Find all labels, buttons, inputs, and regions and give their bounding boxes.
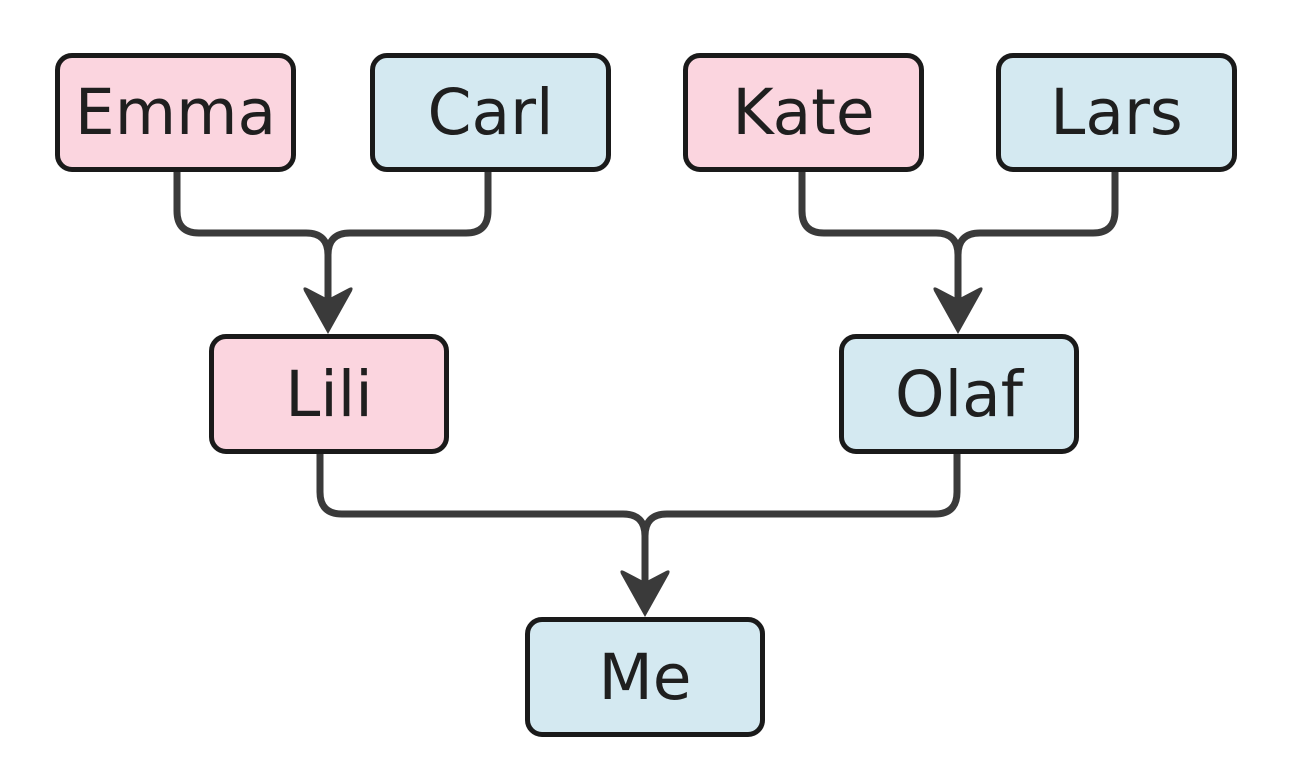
node-label-lars: Lars [1050,76,1183,149]
node-emma[interactable]: Emma [55,53,296,172]
arrowhead-me [620,570,670,617]
node-carl[interactable]: Carl [370,53,611,172]
node-kate[interactable]: Kate [683,53,924,172]
arrowhead-lili [303,287,353,334]
node-label-carl: Carl [427,76,554,149]
node-label-lili: Lili [285,357,373,431]
edge-olaf-me [641,450,961,605]
edge-carl-lili [324,168,492,324]
node-lars[interactable]: Lars [996,53,1237,172]
node-olaf[interactable]: Olaf [839,334,1079,454]
edge-emma-lili [173,168,332,324]
node-lili[interactable]: Lili [209,334,449,454]
edge-lili-me [316,450,649,605]
node-me[interactable]: Me [525,617,765,737]
node-label-olaf: Olaf [895,357,1023,431]
node-label-kate: Kate [732,76,875,149]
node-label-me: Me [598,640,692,714]
arrowhead-olaf [933,287,983,334]
node-label-emma: Emma [74,76,277,149]
edge-lars-olaf [954,168,1119,324]
edge-kate-olaf [798,168,962,324]
